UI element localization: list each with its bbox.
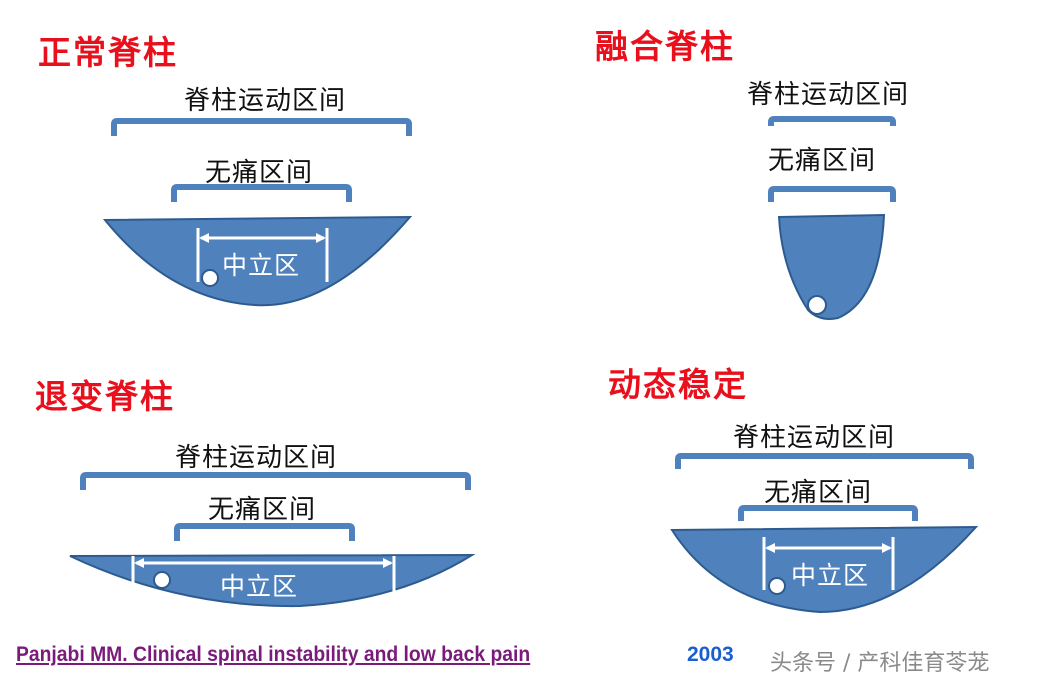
range-of-motion-bracket — [111, 118, 412, 136]
panel-dynamic-stable-graphics — [670, 453, 979, 614]
pain-free-label: 无痛区间 — [208, 495, 317, 525]
citation-year: 2003 — [687, 643, 734, 666]
pain-free-label: 无痛区间 — [764, 478, 873, 508]
range-of-motion-label: 脊柱运动区间 — [175, 443, 338, 473]
neutral-zone-label: 中立区 — [220, 572, 299, 601]
neutral-zone-label: 中立区 — [222, 251, 301, 280]
neutral-zone-label: 中立区 — [791, 561, 870, 590]
pain-free-label: 无痛区间 — [768, 146, 877, 176]
bowl-shape — [670, 525, 979, 614]
range-of-motion-label: 脊柱运动区间 — [747, 80, 910, 110]
pain-free-label: 无痛区间 — [205, 158, 314, 188]
watermark: 头条号 / 产科佳育苓茏 — [770, 651, 990, 676]
pain-free-bracket — [768, 186, 896, 202]
panel-title: 正常脊柱 — [38, 33, 178, 72]
range-of-motion-bracket — [768, 116, 896, 126]
pain-free-bracket — [171, 184, 352, 202]
range-of-motion-bracket — [675, 453, 974, 469]
range-of-motion-label: 脊柱运动区间 — [184, 86, 347, 116]
ball-icon — [768, 577, 786, 595]
panel-title: 动态稳定 — [608, 365, 748, 404]
panel-title: 退变脊柱 — [35, 377, 175, 416]
citation-link[interactable]: Panjabi MM. Clinical spinal instability … — [16, 643, 531, 666]
panel-fused-graphics — [768, 116, 896, 320]
panel-normal-graphics — [102, 118, 413, 307]
ball-icon — [153, 571, 171, 589]
bowl-shape — [777, 213, 886, 320]
bowl-shape — [102, 215, 413, 307]
range-of-motion-bracket — [80, 472, 471, 490]
pain-free-bracket — [738, 505, 918, 521]
range-of-motion-label: 脊柱运动区间 — [733, 423, 896, 453]
pain-free-bracket — [174, 523, 355, 541]
ball-icon — [201, 269, 219, 287]
panel-title: 融合脊柱 — [595, 27, 735, 66]
ball-icon — [807, 295, 827, 315]
panel-degenerated-graphics — [69, 472, 476, 608]
